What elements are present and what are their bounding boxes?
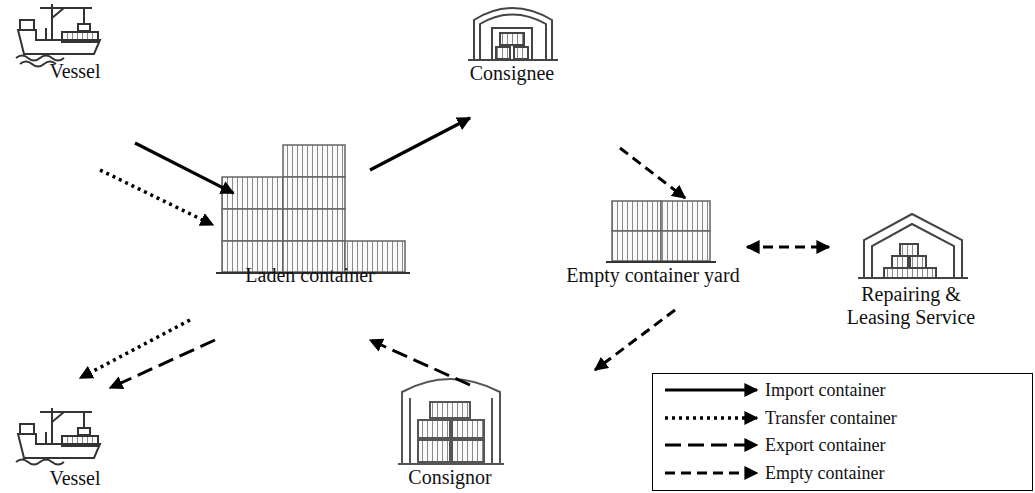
- vessel-node: Vessel: [15, 408, 105, 491]
- node-label: Consignee: [469, 62, 556, 85]
- container-yard-icon: [606, 201, 716, 262]
- flow-arrow: [135, 143, 233, 193]
- node-label: Repairing & Leasing Service: [835, 283, 987, 329]
- warehouse-icon: [858, 214, 968, 278]
- legend-text: Empty container: [765, 462, 884, 484]
- flow-arrow: [110, 340, 215, 388]
- warehouse-icon: [468, 8, 558, 60]
- node-label: Vessel: [48, 467, 102, 490]
- node-label: Vessel: [48, 60, 102, 83]
- node-label: Laden container: [244, 264, 376, 287]
- legend-text: Import container: [765, 379, 885, 401]
- warehouse-icon: [398, 379, 504, 464]
- vessel-icon: [16, 408, 100, 465]
- legend-text: Transfer container: [765, 407, 897, 429]
- container-stack-node: Laden container: [222, 195, 405, 288]
- warehouse-node: Consignee: [467, 4, 559, 86]
- flow-arrow: [370, 118, 470, 170]
- legend-entry: Import container: [653, 379, 1032, 401]
- node-label: Empty container yard: [565, 264, 741, 287]
- flow-arrow: [370, 340, 470, 385]
- flow-arrow: [747, 246, 829, 249]
- legend-line-sample: [661, 407, 761, 429]
- flow-arrow: [595, 310, 675, 370]
- legend-line-sample: [661, 379, 761, 401]
- flow-arrow: [620, 148, 685, 198]
- warehouse-node: Repairing & Leasing Service: [833, 214, 991, 330]
- legend-entry: Transfer container: [653, 407, 1032, 429]
- node-label: Consignor: [407, 466, 493, 489]
- legend-line-sample: [661, 434, 761, 456]
- flow-arrow: [80, 320, 190, 378]
- warehouse-node: Consignor: [400, 390, 502, 490]
- legend-entry: Export container: [653, 434, 1032, 456]
- vessel-icon: [16, 4, 100, 67]
- container-yard-node: Empty container yard: [563, 201, 743, 288]
- flow-arrow: [100, 170, 213, 225]
- legend-entry: Empty container: [653, 462, 1032, 484]
- vessel-node: Vessel: [15, 4, 105, 84]
- legend-text: Export container: [765, 434, 885, 456]
- legend-line-sample: [661, 462, 761, 484]
- legend-box: Import containerTransfer containerExport…: [652, 373, 1033, 491]
